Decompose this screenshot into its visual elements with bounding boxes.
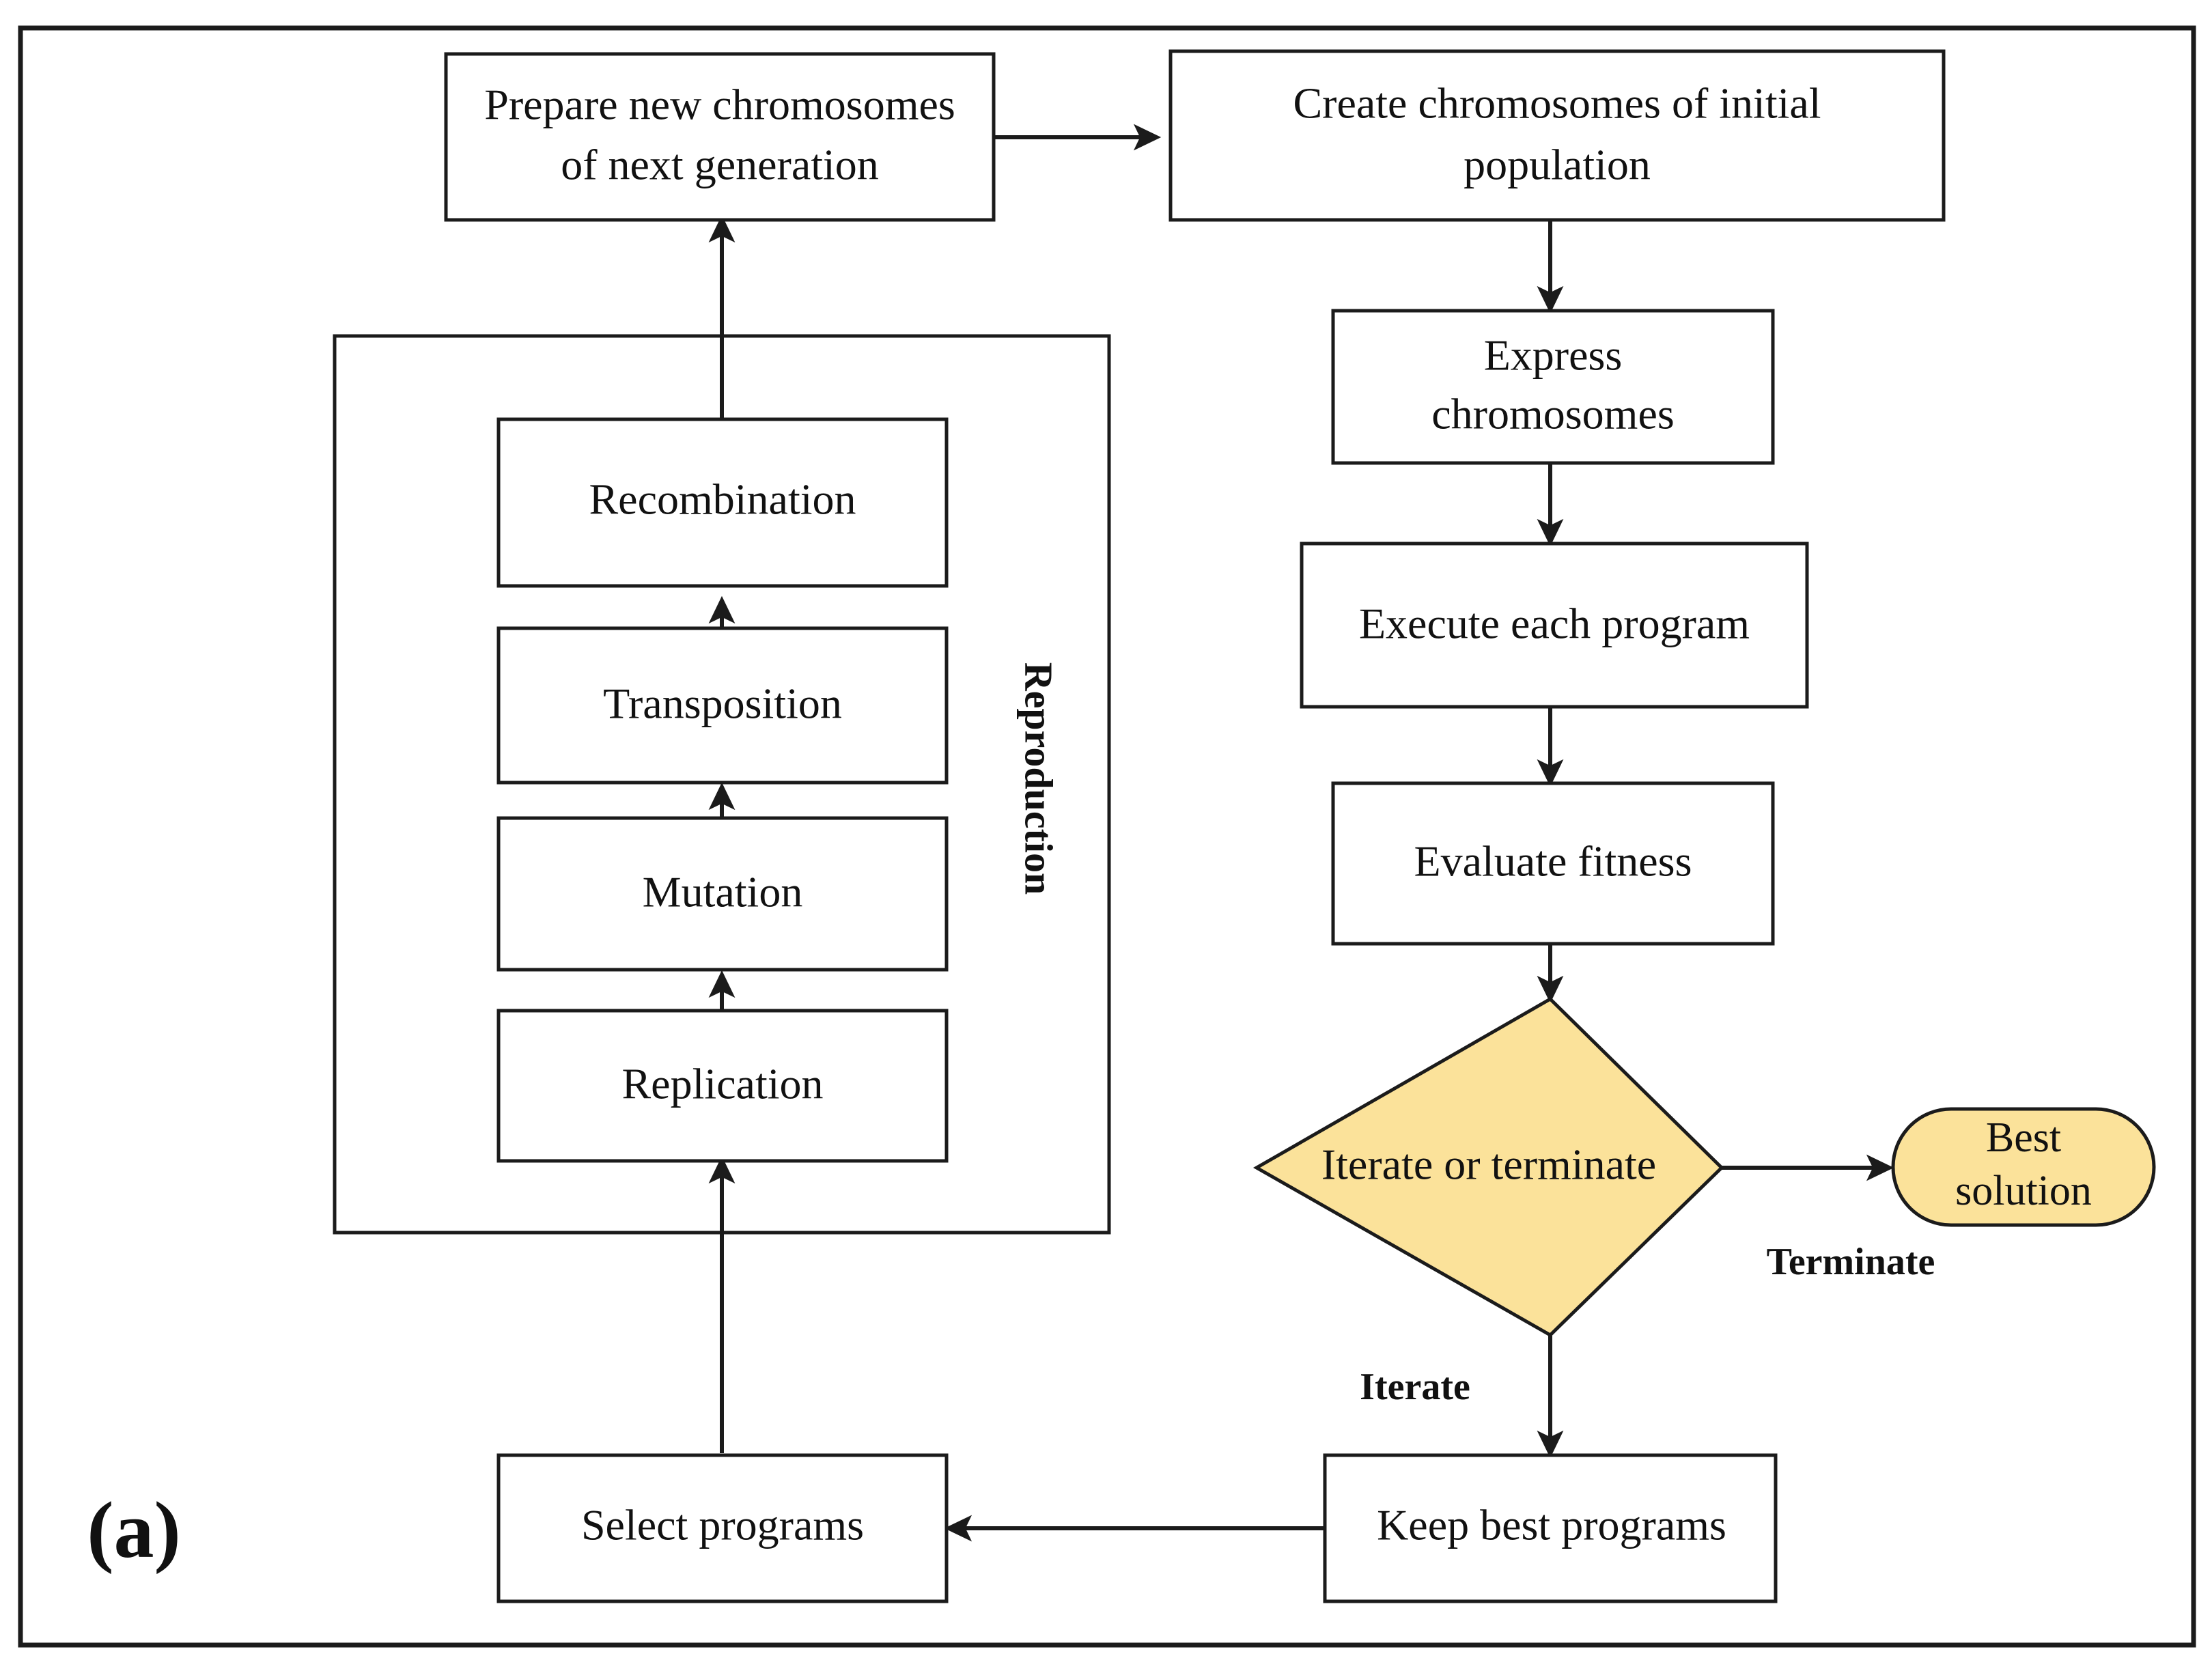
edge-label-iterate: Iterate [1360,1366,1470,1408]
node-execute-each-program[interactable]: Execute each program [1300,542,1809,709]
node-replication[interactable]: Replication [496,1009,949,1163]
node-create-chromosomes[interactable]: Create chromosomes of initial population [1168,49,1946,222]
figure-frame [18,25,2196,1648]
node-best-solution[interactable]: Best solution [1891,1107,2156,1227]
node-select-programs[interactable]: Select programs [496,1453,949,1603]
node-evaluate-label: Evaluate fitness [1414,837,1692,886]
node-create-label-line2: population [1464,141,1651,189]
panel-letter-label: (a) [87,1485,181,1575]
node-decision-label: Iterate or terminate [1321,1140,1656,1189]
node-best-solution-label-line2: solution [1955,1168,2092,1214]
node-transposition[interactable]: Transposition [496,626,949,785]
node-keep-label: Keep best programs [1377,1501,1726,1549]
node-recombination[interactable]: Recombination [496,417,949,588]
node-best-solution-label-line1: Best [1986,1114,2061,1161]
node-express-label-line1: Express [1484,331,1623,380]
node-replication-label: Replication [621,1060,823,1108]
node-evaluate-fitness[interactable]: Evaluate fitness [1331,781,1775,946]
node-keep-best-programs[interactable]: Keep best programs [1323,1453,1778,1603]
node-express-label-line2: chromosomes [1431,390,1675,438]
node-mutation-label: Mutation [643,868,803,916]
node-select-label: Select programs [581,1501,864,1549]
node-prepare-new-chromosomes[interactable]: Prepare new chromosomes of next generati… [444,52,996,222]
reproduction-group-label: Reproduction [1017,662,1061,895]
node-express-chromosomes[interactable]: Express chromosomes [1331,309,1775,465]
node-prepare-label-line2: of next generation [561,141,879,189]
edge-label-terminate: Terminate [1767,1241,1935,1283]
node-transposition-label: Transposition [603,679,842,728]
node-prepare-label-line1: Prepare new chromosomes [484,81,955,129]
node-iterate-or-terminate-decision[interactable]: Iterate or terminate [1252,996,1724,1338]
node-mutation[interactable]: Mutation [496,816,949,972]
node-execute-label: Execute each program [1359,600,1750,648]
node-create-label-line1: Create chromosomes of initial [1293,79,1821,128]
node-recombination-label: Recombination [589,475,856,524]
